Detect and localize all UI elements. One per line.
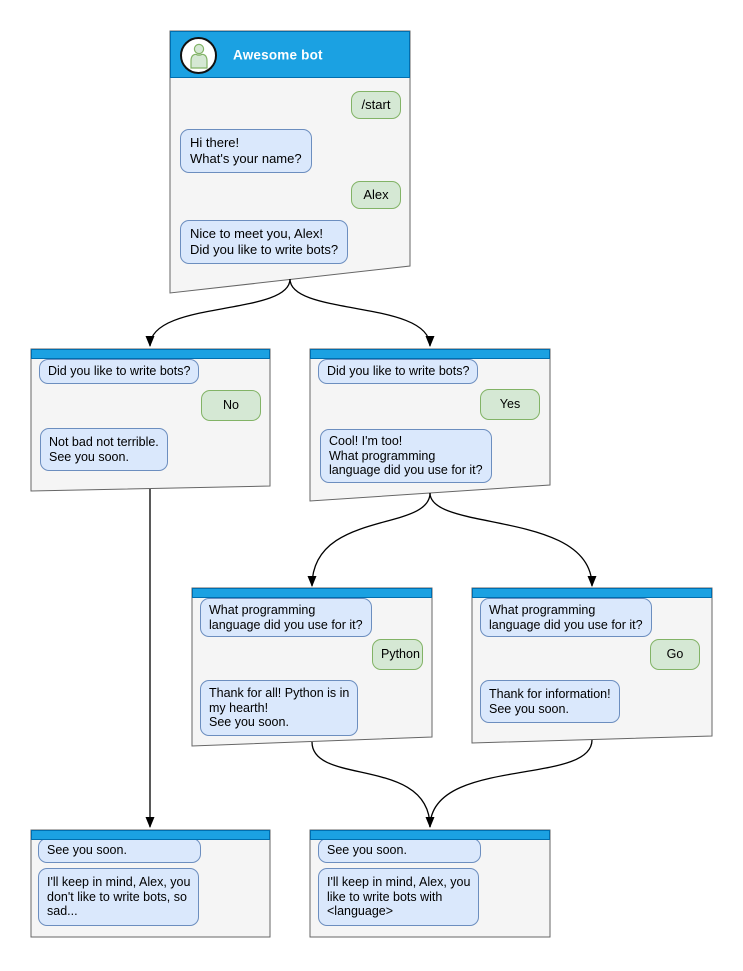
- go-reply: Thank for information! See you soon.: [480, 680, 620, 723]
- message-greeting: Hi there! What's your name?: [180, 129, 312, 173]
- main-node-header: Awesome bot: [170, 31, 410, 78]
- python-reply: Thank for all! Python is in my hearth! S…: [200, 680, 359, 736]
- go-answer: Go: [650, 639, 700, 670]
- yes-question: Did you like to write bots?: [318, 359, 479, 384]
- python-question: What programming language did you use fo…: [200, 598, 372, 637]
- end-yes-question: See you soon.: [318, 838, 481, 863]
- no-node-header: [31, 349, 270, 359]
- arrow-main-to-yes: [289, 278, 435, 347]
- message-name: Alex: [351, 181, 401, 209]
- yes-reply: Cool! I'm too! What programming language…: [320, 429, 492, 483]
- end-no-question: See you soon.: [38, 838, 201, 863]
- end-yes-reply: I'll keep in mind, Alex, you like to wri…: [318, 868, 480, 926]
- python-answer: Python: [372, 639, 423, 670]
- bot-title: Awesome bot: [233, 47, 323, 62]
- arrow-yes-to-python: [307, 492, 431, 587]
- no-answer: No: [201, 390, 261, 421]
- bot-avatar: [180, 37, 217, 74]
- end-no-reply: I'll keep in mind, Alex, you don't like …: [38, 868, 200, 926]
- yes-answer: Yes: [480, 389, 540, 420]
- no-question: Did you like to write bots?: [39, 359, 200, 384]
- arrow-go-to-end: [429, 739, 593, 828]
- end-no-node-header: [31, 830, 270, 840]
- end-yes-node-header: [310, 830, 550, 840]
- go-node-header: [472, 588, 712, 598]
- arrow-python-to-end: [311, 741, 435, 828]
- python-node-header: [192, 588, 432, 598]
- message-ask-bots: Nice to meet you, Alex! Did you like to …: [180, 220, 349, 264]
- no-reply: Not bad not terrible. See you soon.: [40, 428, 168, 471]
- go-question: What programming language did you use fo…: [480, 598, 652, 637]
- arrow-main-to-no: [145, 278, 291, 347]
- arrow-yes-to-go: [429, 492, 597, 587]
- user-avatar-icon: [189, 43, 208, 69]
- yes-node-header: [310, 349, 550, 359]
- message-start: /start: [351, 91, 401, 119]
